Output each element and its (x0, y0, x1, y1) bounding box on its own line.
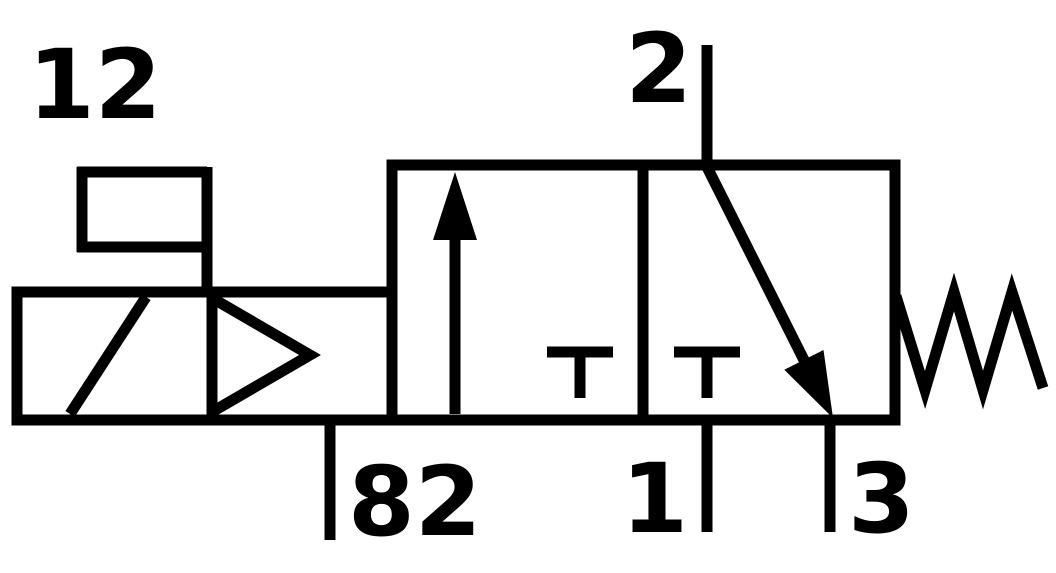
schematic-linework (11, 45, 1049, 540)
spring-return-icon (890, 272, 1049, 410)
label-port-1: 1 (621, 443, 688, 555)
label-port-12: 12 (28, 29, 162, 141)
flow-path-2-3-arrowhead (784, 350, 833, 418)
valve-chamber-left (386, 159, 649, 426)
label-port-2: 2 (625, 13, 692, 125)
pilot-12-symbol (76, 166, 213, 292)
valve-body (386, 159, 901, 426)
blocked-port-left-icon (547, 346, 613, 398)
flow-arrow-up-head (433, 172, 477, 240)
solenoid-actuator (11, 286, 398, 426)
port-labels: 12 2 82 1 3 (28, 13, 915, 558)
arrowheads (433, 172, 833, 418)
actuator-slash (65, 294, 151, 417)
label-port-3: 3 (848, 443, 915, 555)
blocked-port-right-icon (674, 346, 740, 398)
label-port-82: 82 (348, 446, 482, 558)
flow-path-2-3-shaft (702, 164, 815, 375)
valve-chamber-right (637, 159, 901, 426)
pilot-triangle-icon (206, 288, 321, 422)
